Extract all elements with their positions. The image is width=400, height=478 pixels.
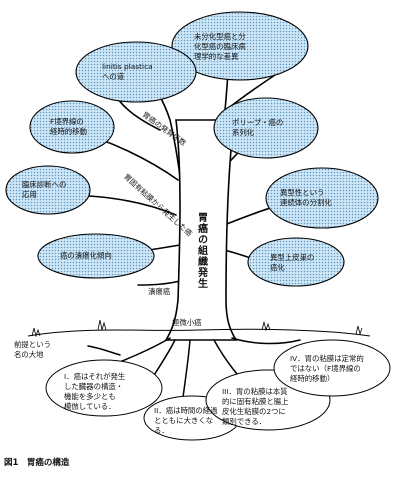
branch-minute-cancer-label: 極微小癌 bbox=[172, 318, 202, 327]
root-4-label: IV．胃の粘膜は定常的 ではない（F境界線の 経時的移動） bbox=[290, 354, 364, 383]
leaf-polyp-label: ポリープ・癌の 系列化 bbox=[232, 118, 284, 137]
leaf-polyp-blob bbox=[213, 97, 319, 159]
ground-line bbox=[27, 328, 371, 337]
leaf-blobs bbox=[5, 11, 379, 287]
leaf-undifferentiated-label: 未分化型癌と分 化型癌の臨床病 理学的な差異 bbox=[194, 32, 246, 61]
root-2-label: II．癌は時間の経過 とともに大きくな る． bbox=[154, 406, 218, 435]
root-bubbles bbox=[45, 339, 391, 441]
figure-caption: 図1 胃癌の構造 bbox=[4, 458, 70, 468]
leaf-clinical-blob bbox=[5, 165, 91, 215]
leaf-f-boundary-blob bbox=[29, 100, 115, 154]
leaf-adenoma-label: 異型上皮巣の 癌化 bbox=[270, 253, 315, 272]
leaf-linitis-label: linitis plastica への道 bbox=[102, 62, 153, 81]
leaf-ulceration-blob bbox=[37, 233, 155, 279]
root-1-label: I．癌はそれが発生 した臓器の構造・ 機能を多少とも 模倣している． bbox=[64, 372, 126, 411]
branch-ulcer-cancer-label: 潰瘍癌 bbox=[148, 287, 171, 296]
leaf-adenoma-blob bbox=[247, 237, 345, 287]
leaf-f-boundary-label: F境界線の 経時的移動 bbox=[50, 117, 87, 136]
ground-label: 前提という 名の大地 bbox=[14, 340, 51, 359]
leaf-linitis-blob bbox=[75, 41, 197, 103]
root-4-bubble bbox=[273, 339, 391, 397]
trunk-label: 胃癌の組織発生 bbox=[195, 212, 207, 289]
leaf-ulceration-label: 癌の潰瘍化傾向 bbox=[60, 251, 112, 260]
leaf-undifferentiated-blob bbox=[171, 11, 309, 81]
leaf-clinical-label: 臨床診断への 応用 bbox=[22, 180, 67, 199]
leaf-atypia-label: 異型性という 連続体の分割化 bbox=[280, 188, 332, 207]
grass-tufts bbox=[31, 319, 363, 338]
leaf-atypia-blob bbox=[265, 167, 379, 229]
root-1-bubble bbox=[45, 359, 163, 417]
tree-trunk bbox=[164, 119, 238, 341]
root-3-label: III．胃の粘膜は本質 的に固有粘膜と腸上 皮化生粘膜の2つに 類別できる． bbox=[222, 387, 289, 426]
